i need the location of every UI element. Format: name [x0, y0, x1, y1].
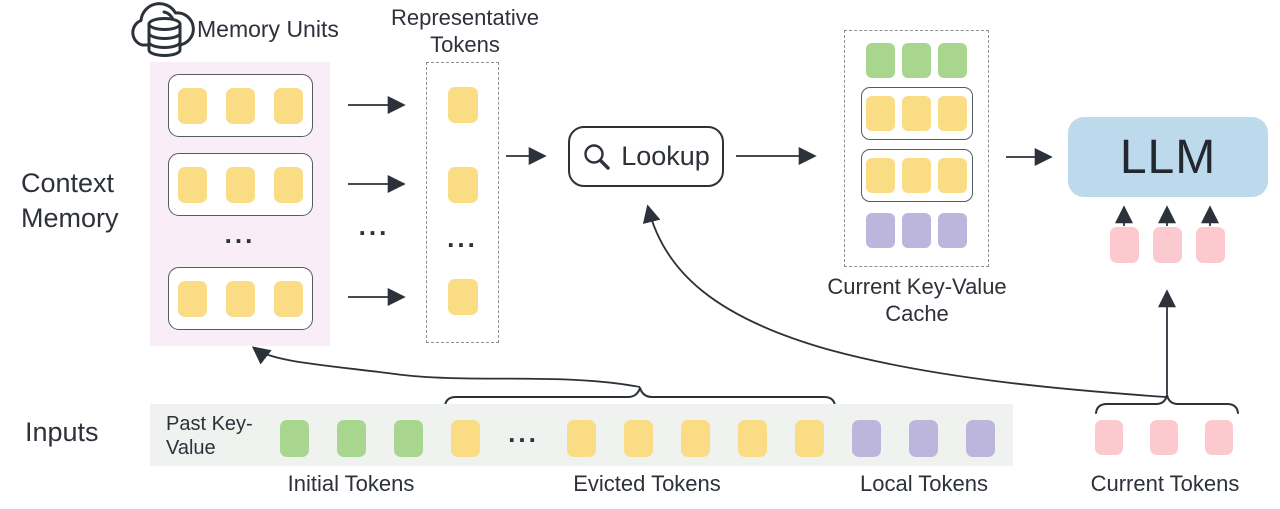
pink-token — [1110, 227, 1139, 263]
evicted-tokens-label: Evicted Tokens — [573, 471, 721, 496]
pink-token — [1150, 420, 1178, 455]
yellow-token — [177, 166, 207, 203]
purple-token — [866, 213, 895, 248]
purple-token — [966, 420, 995, 457]
yellow-token — [938, 96, 967, 131]
yellow-token — [902, 96, 931, 131]
memory-unit — [167, 267, 313, 330]
pink-token — [1205, 420, 1233, 455]
purple-token — [909, 420, 938, 457]
context-memory-label: Context Memory — [21, 168, 119, 233]
current-kv-cache-label: Current Key-Value Cache — [827, 274, 1007, 326]
past-kv-token-sequence: ... — [280, 420, 995, 457]
purple-token — [902, 213, 931, 248]
current-tokens-label: Current Tokens — [1090, 471, 1240, 496]
llm-input-tokens — [1110, 227, 1225, 263]
memory-unit — [167, 153, 313, 216]
yellow-token — [225, 280, 255, 317]
purple-token — [852, 420, 881, 457]
green-token — [280, 420, 309, 457]
search-icon — [584, 143, 610, 170]
yellow-token — [273, 87, 303, 124]
representative-tokens-box: ... — [426, 62, 499, 343]
llm-label: LLM — [1119, 130, 1217, 184]
yellow-token — [902, 158, 931, 193]
yellow-token — [938, 158, 967, 193]
memory-units-cloud-database-icon — [131, 2, 195, 57]
curve-evicted-to-context-memory — [251, 346, 641, 388]
yellow-token — [447, 87, 478, 123]
yellow-token — [567, 420, 596, 457]
ellipsis: ... — [447, 223, 478, 253]
cache-memory-unit — [860, 87, 973, 140]
pink-token — [1196, 227, 1225, 263]
inputs-label: Inputs — [25, 417, 99, 447]
green-token — [902, 43, 931, 78]
past-key-value-label: Past Key-Value — [166, 413, 253, 459]
memory-unit — [167, 74, 313, 137]
green-token — [337, 420, 366, 457]
yellow-token — [624, 420, 653, 457]
yellow-token — [273, 166, 303, 203]
yellow-token — [866, 96, 895, 131]
lookup-label: Lookup — [621, 141, 710, 171]
pink-token — [1153, 227, 1182, 263]
ellipsis: ... — [508, 418, 539, 448]
yellow-token — [273, 280, 303, 317]
ellipsis: ... — [358, 211, 390, 241]
lookup-button: Lookup — [568, 126, 724, 187]
green-token — [394, 420, 423, 457]
yellow-token — [447, 167, 478, 203]
pink-token — [1095, 420, 1123, 455]
context-memory-panel: ... — [150, 62, 330, 346]
yellow-token — [738, 420, 767, 457]
yellow-token — [866, 158, 895, 193]
memory-units-label: Memory Units — [197, 16, 339, 42]
yellow-token — [177, 280, 207, 317]
yellow-token — [177, 87, 207, 124]
green-token — [866, 43, 895, 78]
initial-tokens-label: Initial Tokens — [287, 471, 415, 496]
cache-token-row — [866, 43, 967, 78]
yellow-token — [681, 420, 710, 457]
cache-memory-unit — [860, 149, 973, 202]
representative-tokens-label: Representative Tokens — [391, 5, 539, 57]
llm-box: LLM — [1068, 117, 1268, 197]
ellipsis: ... — [224, 219, 256, 249]
yellow-token — [447, 279, 478, 315]
purple-token — [938, 213, 967, 248]
current-token-group — [1095, 420, 1233, 455]
local-tokens-label: Local Tokens — [859, 471, 989, 496]
current-kv-cache-box — [844, 30, 989, 267]
green-token — [938, 43, 967, 78]
yellow-token — [795, 420, 824, 457]
yellow-token — [225, 166, 255, 203]
yellow-token — [451, 420, 480, 457]
cache-token-row — [866, 213, 967, 248]
yellow-token — [225, 87, 255, 124]
brace-current-tokens — [1095, 394, 1239, 414]
